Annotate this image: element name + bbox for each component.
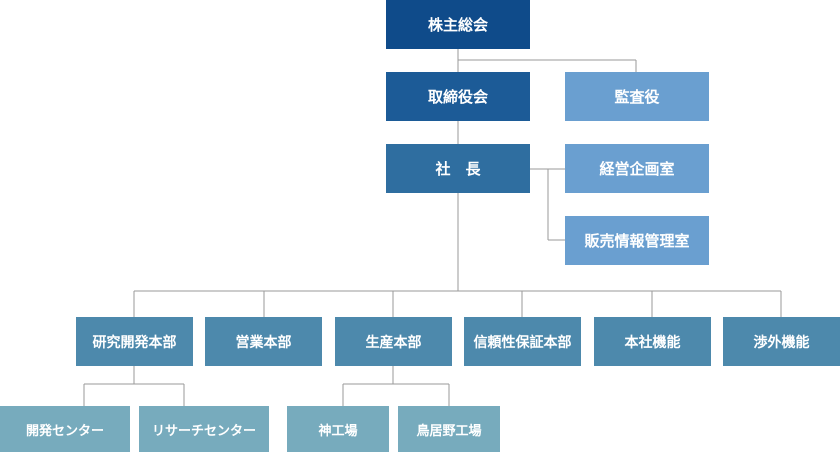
unit-development-center-box: 開発センター [0, 406, 130, 452]
unit-label: 鳥居野工場 [416, 423, 482, 439]
corporate-planning-office-label: 経営企画室 [599, 160, 675, 178]
division-label: 生産本部 [365, 334, 422, 351]
division-label: 研究開発本部 [92, 334, 177, 351]
unit-research-center-box: リサーチセンター [139, 406, 269, 452]
division-external-affairs-box: 渉外機能 [723, 317, 840, 366]
board-of-directors-label: 取締役会 [427, 88, 488, 106]
unit-toriino-factory-box: 鳥居野工場 [398, 406, 500, 452]
sales-info-office-label: 販売情報管理室 [584, 232, 690, 250]
unit-label: リサーチセンター [151, 423, 256, 439]
division-production-box: 生産本部 [335, 317, 452, 366]
division-sales-box: 営業本部 [205, 317, 322, 366]
unit-label: 開発センター [25, 423, 104, 439]
division-label: 本社機能 [624, 334, 681, 351]
division-label: 営業本部 [235, 334, 292, 351]
auditor-box: 監査役 [565, 72, 709, 121]
division-head-office-box: 本社機能 [594, 317, 711, 366]
president-label: 社 長 [435, 160, 481, 178]
auditor-label: 監査役 [614, 88, 660, 106]
shareholders-meeting-box: 株主総会 [386, 0, 530, 49]
board-of-directors-box: 取締役会 [386, 72, 530, 121]
division-label: 信頼性保証本部 [473, 334, 572, 351]
division-quality-assurance-box: 信頼性保証本部 [464, 317, 581, 366]
unit-kami-factory-box: 神工場 [287, 406, 389, 452]
sales-info-office-box: 販売情報管理室 [565, 216, 709, 265]
unit-label: 神工場 [318, 423, 358, 439]
shareholders-meeting-label: 株主総会 [427, 16, 488, 34]
division-rd-box: 研究開発本部 [76, 317, 193, 366]
division-label: 渉外機能 [753, 334, 810, 351]
president-box: 社 長 [386, 144, 530, 193]
corporate-planning-office-box: 経営企画室 [565, 144, 709, 193]
